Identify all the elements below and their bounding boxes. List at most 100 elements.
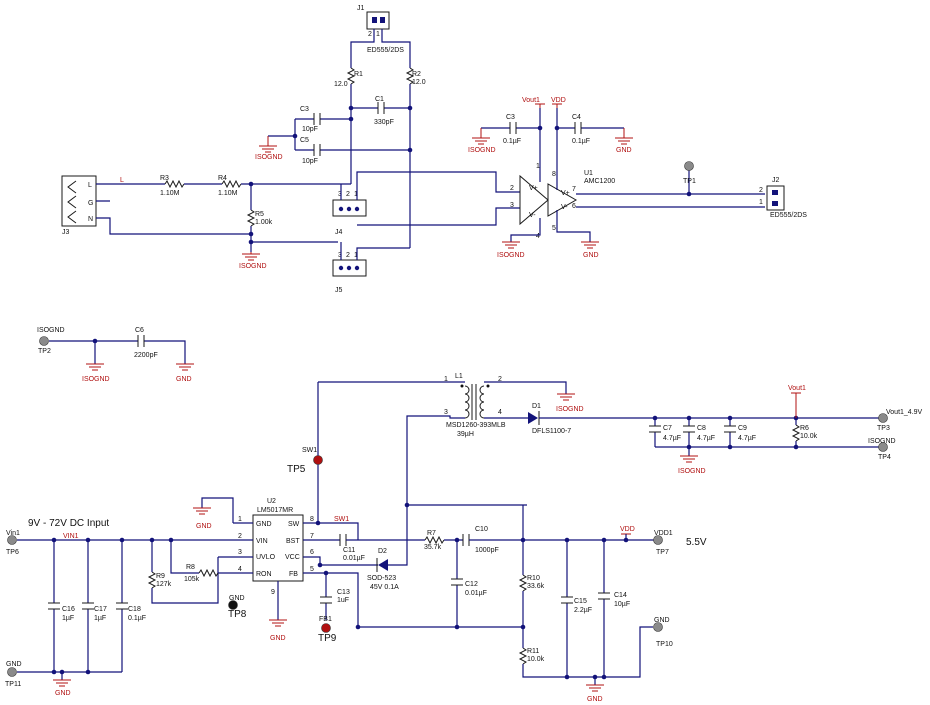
tp1-ref: TP1 xyxy=(683,178,696,185)
tp2-net: ISOGND xyxy=(37,327,65,334)
capacitor-c14: C14 10µF xyxy=(598,540,630,677)
c16-ref: C16 xyxy=(62,606,75,613)
u2-pin-sw: SW xyxy=(288,521,300,528)
ground-isognd-c2: ISOGND xyxy=(255,136,283,161)
c13-value: 1uF xyxy=(337,597,349,604)
capacitor-c11: C11 0.01µF xyxy=(339,534,365,562)
capacitor-c8: C8 4.7µF xyxy=(683,418,715,456)
c18-value: 0.1µF xyxy=(128,615,146,622)
l1-pin-1: 1 xyxy=(444,376,448,383)
c10-ref: C10 xyxy=(475,526,488,533)
u1-ref: U1 xyxy=(584,170,593,177)
capacitor-c18: C18 0.1µF xyxy=(116,540,146,672)
vout1-label-u1: Vout1 xyxy=(522,97,540,104)
d2-package: SOD-523 xyxy=(367,575,396,582)
d1-part: DFLS1100-7 xyxy=(532,428,571,435)
resistor-r11: R11 10.0k xyxy=(518,647,545,665)
c5-ref: C5 xyxy=(300,137,309,144)
c2-value: 10pF xyxy=(302,126,318,133)
c6-value: 2200pF xyxy=(134,352,158,359)
isognd-label-3: ISOGND xyxy=(468,147,496,154)
tp4-ref: TP4 xyxy=(878,454,891,461)
tp9-net: FB1 xyxy=(319,616,332,623)
l1-pin-2: 2 xyxy=(498,376,502,383)
c11-value: 0.01µF xyxy=(343,555,365,562)
testpoint-tp3: Vout1_4.9V TP3 xyxy=(877,409,923,432)
vdd-label-u1: VDD xyxy=(551,97,566,104)
resistor-r10: R10 33.6k xyxy=(518,574,545,592)
capacitor-c7: C7 4.7µF xyxy=(649,418,681,447)
l1-pin-4: 4 xyxy=(498,409,502,416)
u2-pin-num-4: 4 xyxy=(238,566,242,573)
c4-value: 0.1µF xyxy=(572,138,590,145)
j4-pin-2: 2 xyxy=(346,191,350,198)
resistor-r1: R1 12.0 xyxy=(334,67,363,88)
c11-ref: C11 xyxy=(343,547,355,554)
resistor-r9: R9 127k xyxy=(147,571,172,589)
c14-value: 10µF xyxy=(614,601,630,608)
tp6-net: Vin1 xyxy=(6,530,20,537)
j1-pin-1: 1 xyxy=(376,31,380,38)
tp10-ref: TP10 xyxy=(656,641,673,648)
connector-j4: 3 2 1 J4 xyxy=(332,191,367,236)
u1-part: AMC1200 xyxy=(584,178,615,185)
j4-pin-1: 1 xyxy=(354,191,358,198)
capacitor-c4: C4 0.1µF xyxy=(557,114,624,145)
isognd-label-2: ISOGND xyxy=(239,263,267,270)
c9-value: 4.7µF xyxy=(738,435,756,442)
testpoint-tp8: GND TP8 xyxy=(228,595,247,620)
isognd-label-1: ISOGND xyxy=(255,154,283,161)
r9-value: 127k xyxy=(156,581,172,588)
input-range-title: 9V - 72V DC Input xyxy=(28,518,109,529)
tp8-ref: TP8 xyxy=(228,609,247,620)
c15-ref: C15 xyxy=(574,598,587,605)
j3-label-l: L xyxy=(88,182,92,189)
j5-pin-1: 1 xyxy=(354,252,358,259)
vout1-label-out: Vout1 xyxy=(788,385,806,392)
resistor-r4: R4 1.10M xyxy=(218,175,242,197)
c3-ref: C3 xyxy=(506,114,515,121)
r11-ref: R11 xyxy=(527,648,539,655)
testpoint-tp7: VDD1 TP7 xyxy=(653,530,673,556)
resistor-r6: R6 10.0k xyxy=(791,418,818,447)
tp9-ref: TP9 xyxy=(318,633,337,644)
u2-pin-num-8: 8 xyxy=(310,516,314,523)
j5-pin-2: 2 xyxy=(346,252,350,259)
gnd-label-c6: GND xyxy=(176,376,192,383)
u1-pin-2: 2 xyxy=(510,185,514,192)
tp3-net: Vout1_4.9V xyxy=(886,409,923,416)
r1-value: 12.0 xyxy=(334,81,348,88)
gnd-label-c4: GND xyxy=(616,147,632,154)
testpoint-tp4: ISOGND TP4 xyxy=(868,438,896,461)
r3-value: 1.10M xyxy=(160,190,180,197)
c13-ref: C13 xyxy=(337,589,350,596)
isognd-label-4: ISOGND xyxy=(497,252,525,259)
c4-ref: C4 xyxy=(572,114,581,121)
l1-ref: L1 xyxy=(455,373,463,380)
u1-pin-1: 1 xyxy=(536,163,540,170)
tp6-ref: TP6 xyxy=(6,549,19,556)
transformer-l1: L1 1 2 3 4 MSD1260-393MLB 39µH xyxy=(444,373,506,438)
testpoint-tp10: GND TP10 xyxy=(653,617,673,648)
u2-pin-num-7: 7 xyxy=(310,533,314,540)
u2-pin-vin: VIN xyxy=(256,538,268,545)
resistor-r5: R5 1.00k xyxy=(246,209,273,227)
c16-value: 1µF xyxy=(62,615,74,622)
d1-ref: D1 xyxy=(532,403,541,410)
c1-value: 330pF xyxy=(374,119,394,126)
isognd-label-6: ISOGND xyxy=(556,406,584,413)
u2-pin-num-6: 6 xyxy=(310,549,314,556)
gnd-label-output: GND xyxy=(587,696,603,703)
u1-pin-3: 3 xyxy=(510,202,514,209)
r8-ref: R8 xyxy=(186,564,195,571)
u1-pin-7: 7 xyxy=(572,186,576,193)
vin1-label: VIN1 xyxy=(63,533,79,540)
c12-ref: C12 xyxy=(465,581,478,588)
capacitor-c2: C3 10pF xyxy=(295,106,351,133)
testpoint-tp1: TP1 xyxy=(683,161,696,185)
u1-pin-5: 5 xyxy=(552,225,556,232)
j3-label-g: G xyxy=(88,200,93,207)
capacitor-c15: C15 2.2µF xyxy=(561,540,592,677)
u1-pin-6: 6 xyxy=(572,203,576,210)
r4-ref: R4 xyxy=(218,175,227,182)
